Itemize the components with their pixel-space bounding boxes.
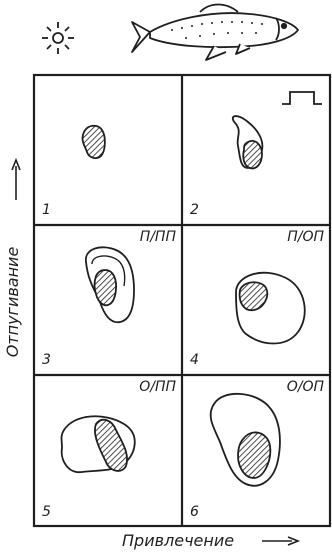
panel-number: 1 [42, 202, 51, 218]
panel-code: О/ОП [287, 379, 325, 395]
panel-number: 6 [190, 504, 199, 520]
panel-code: О/ПП [139, 379, 176, 395]
panel-number: 4 [190, 352, 199, 368]
panel-6: 6 О/ОП [190, 379, 324, 520]
fish-icon [132, 5, 298, 61]
panel-number: 5 [42, 504, 51, 520]
panel-1: 1 [42, 126, 105, 218]
receptive-field-hatched [240, 282, 268, 310]
sun-icon [42, 22, 74, 54]
panel-2: 2 [190, 116, 262, 218]
panel-code: П/ПП [140, 229, 177, 245]
receptive-field-hatched [82, 126, 104, 158]
panel-grid [34, 75, 330, 526]
panel-code: П/ОП [287, 229, 324, 245]
panel-3: 3 П/ПП [42, 229, 176, 368]
y-axis-label: Отпугивание [3, 247, 22, 358]
square-pulse-icon [282, 92, 322, 104]
receptive-field-hatched [243, 141, 262, 168]
x-axis-label: Привлечение [122, 531, 234, 550]
y-axis: Отпугивание [3, 160, 22, 357]
receptive-field-hatched [238, 432, 270, 478]
panel-number: 2 [190, 202, 199, 218]
panel-number: 3 [42, 352, 51, 368]
receptive-field-hatched [95, 270, 117, 305]
receptive-field-hatched [95, 420, 127, 471]
panel-4: 4 П/ОП [190, 229, 324, 368]
x-axis: Привлечение [122, 531, 298, 550]
panel-5: 5 О/ПП [42, 379, 176, 520]
